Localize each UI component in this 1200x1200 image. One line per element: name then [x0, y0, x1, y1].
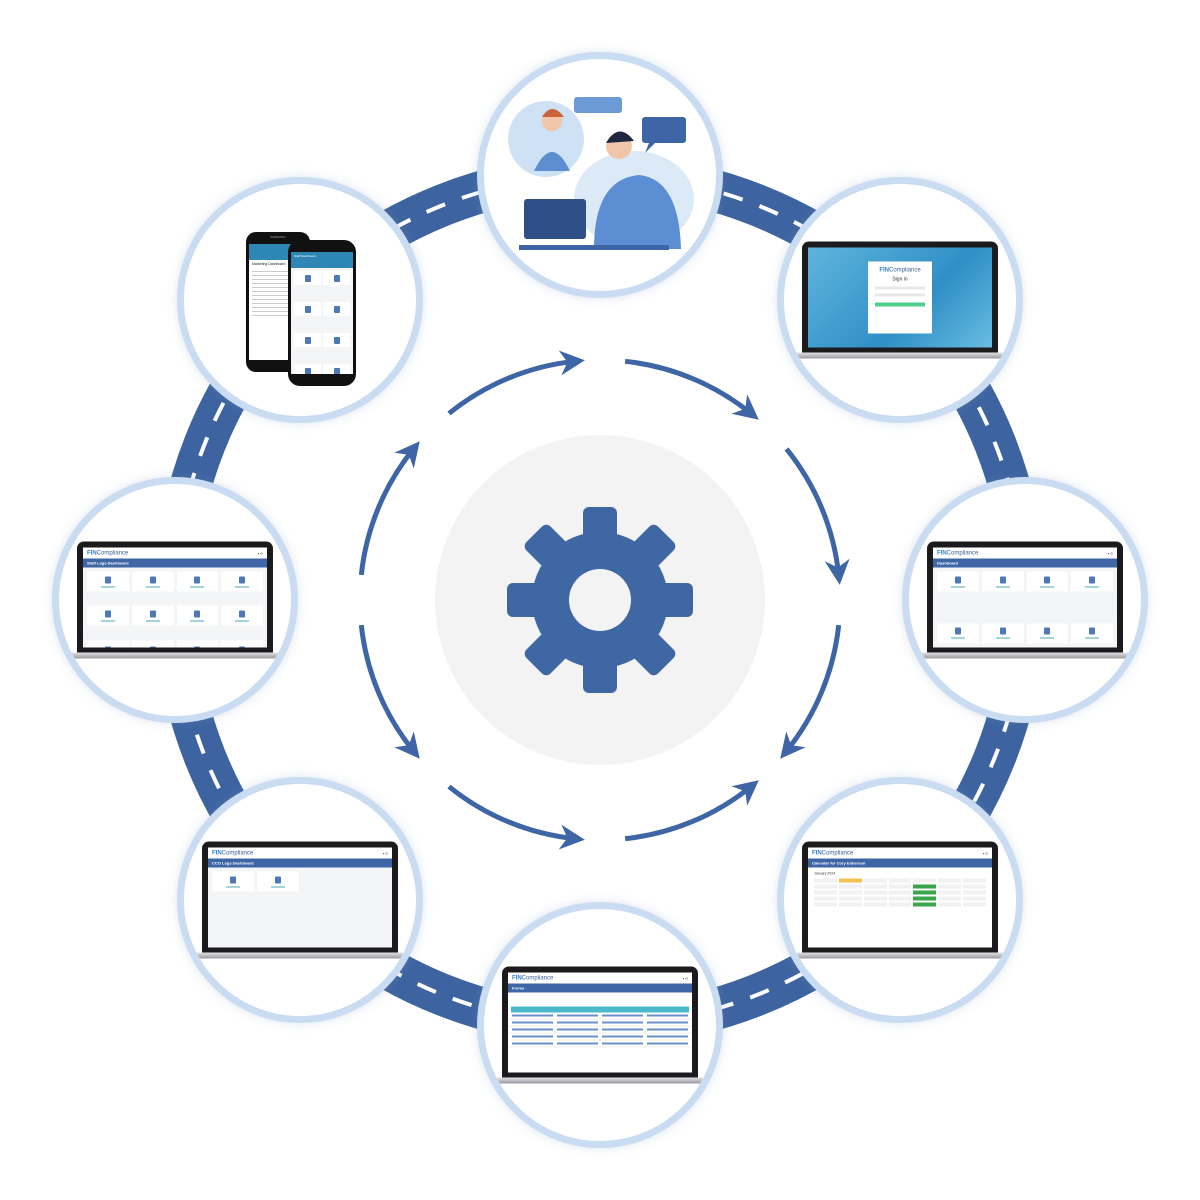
cycle-arrow [447, 350, 585, 416]
screen-title-bar: Dashboard [933, 558, 1117, 568]
cycle-arrow [780, 624, 842, 759]
node-forms: FINCompliance● ⚙ Forms [477, 902, 723, 1148]
calendar-month: January 2024 [814, 871, 836, 876]
node-customer-support [477, 52, 723, 298]
screen-title-bar: Staff Logs Dashboard [83, 558, 267, 568]
cycle-arrows [358, 350, 850, 850]
node-calendar: FINCompliance● ⚙ Calendar for Cory Enber… [777, 777, 1023, 1023]
screen-title-bar: Calendar for Cory Enberson [808, 858, 992, 868]
cycle-arrow [784, 447, 850, 585]
sign-in-title: Sign in [892, 276, 908, 283]
phone-left-title: Marketing Dashboard [252, 262, 286, 266]
brand-logo: FINCompliance [212, 850, 254, 856]
customer-support-illustration [508, 97, 694, 250]
cycle-arrow [624, 358, 759, 420]
phone-right-title: Staff Dashboard [294, 254, 316, 258]
screen-title-bar: Forms [508, 983, 692, 993]
brand-logo: FINCompliance [937, 550, 979, 556]
gear-hole [569, 569, 631, 631]
cycle-arrow [624, 780, 759, 842]
brand-logo: FINCompliance [512, 975, 554, 981]
password-field[interactable] [875, 293, 925, 297]
brand-logo: FINCompliance [812, 850, 854, 856]
screen-title-bar: CCO Logs Dashboard [208, 858, 392, 868]
sign-in-card: FINCompliance Sign in [868, 261, 932, 334]
username-field[interactable] [875, 286, 925, 290]
node-cco-logs: FINCompliance● ⚙ CCO Logs Dashboard [177, 777, 423, 1023]
gear-icon [507, 507, 693, 693]
phone-right: Staff Dashboard [288, 240, 356, 386]
node-dashboard: FINCompliance● ⚙ Dashboard [902, 477, 1148, 723]
brand-logo: FINCompliance [879, 267, 921, 274]
cycle-arrow [447, 784, 585, 850]
brand-logo: FINCompliance [87, 550, 129, 556]
login-button[interactable] [875, 302, 925, 307]
node-mobile-app: SAMSUNG Marketing Dashboard Staff Dashbo… [177, 177, 423, 423]
node-sign-in: FINCompliance Sign in [777, 177, 1023, 423]
phone-brand-label: SAMSUNG [270, 235, 286, 239]
cycle-arrow [358, 441, 420, 576]
node-staff-logs: FINCompliance● ⚙ Staff Logs Dashboard [52, 477, 298, 723]
cycle-arrow [358, 624, 420, 759]
calendar-grid [808, 877, 992, 909]
